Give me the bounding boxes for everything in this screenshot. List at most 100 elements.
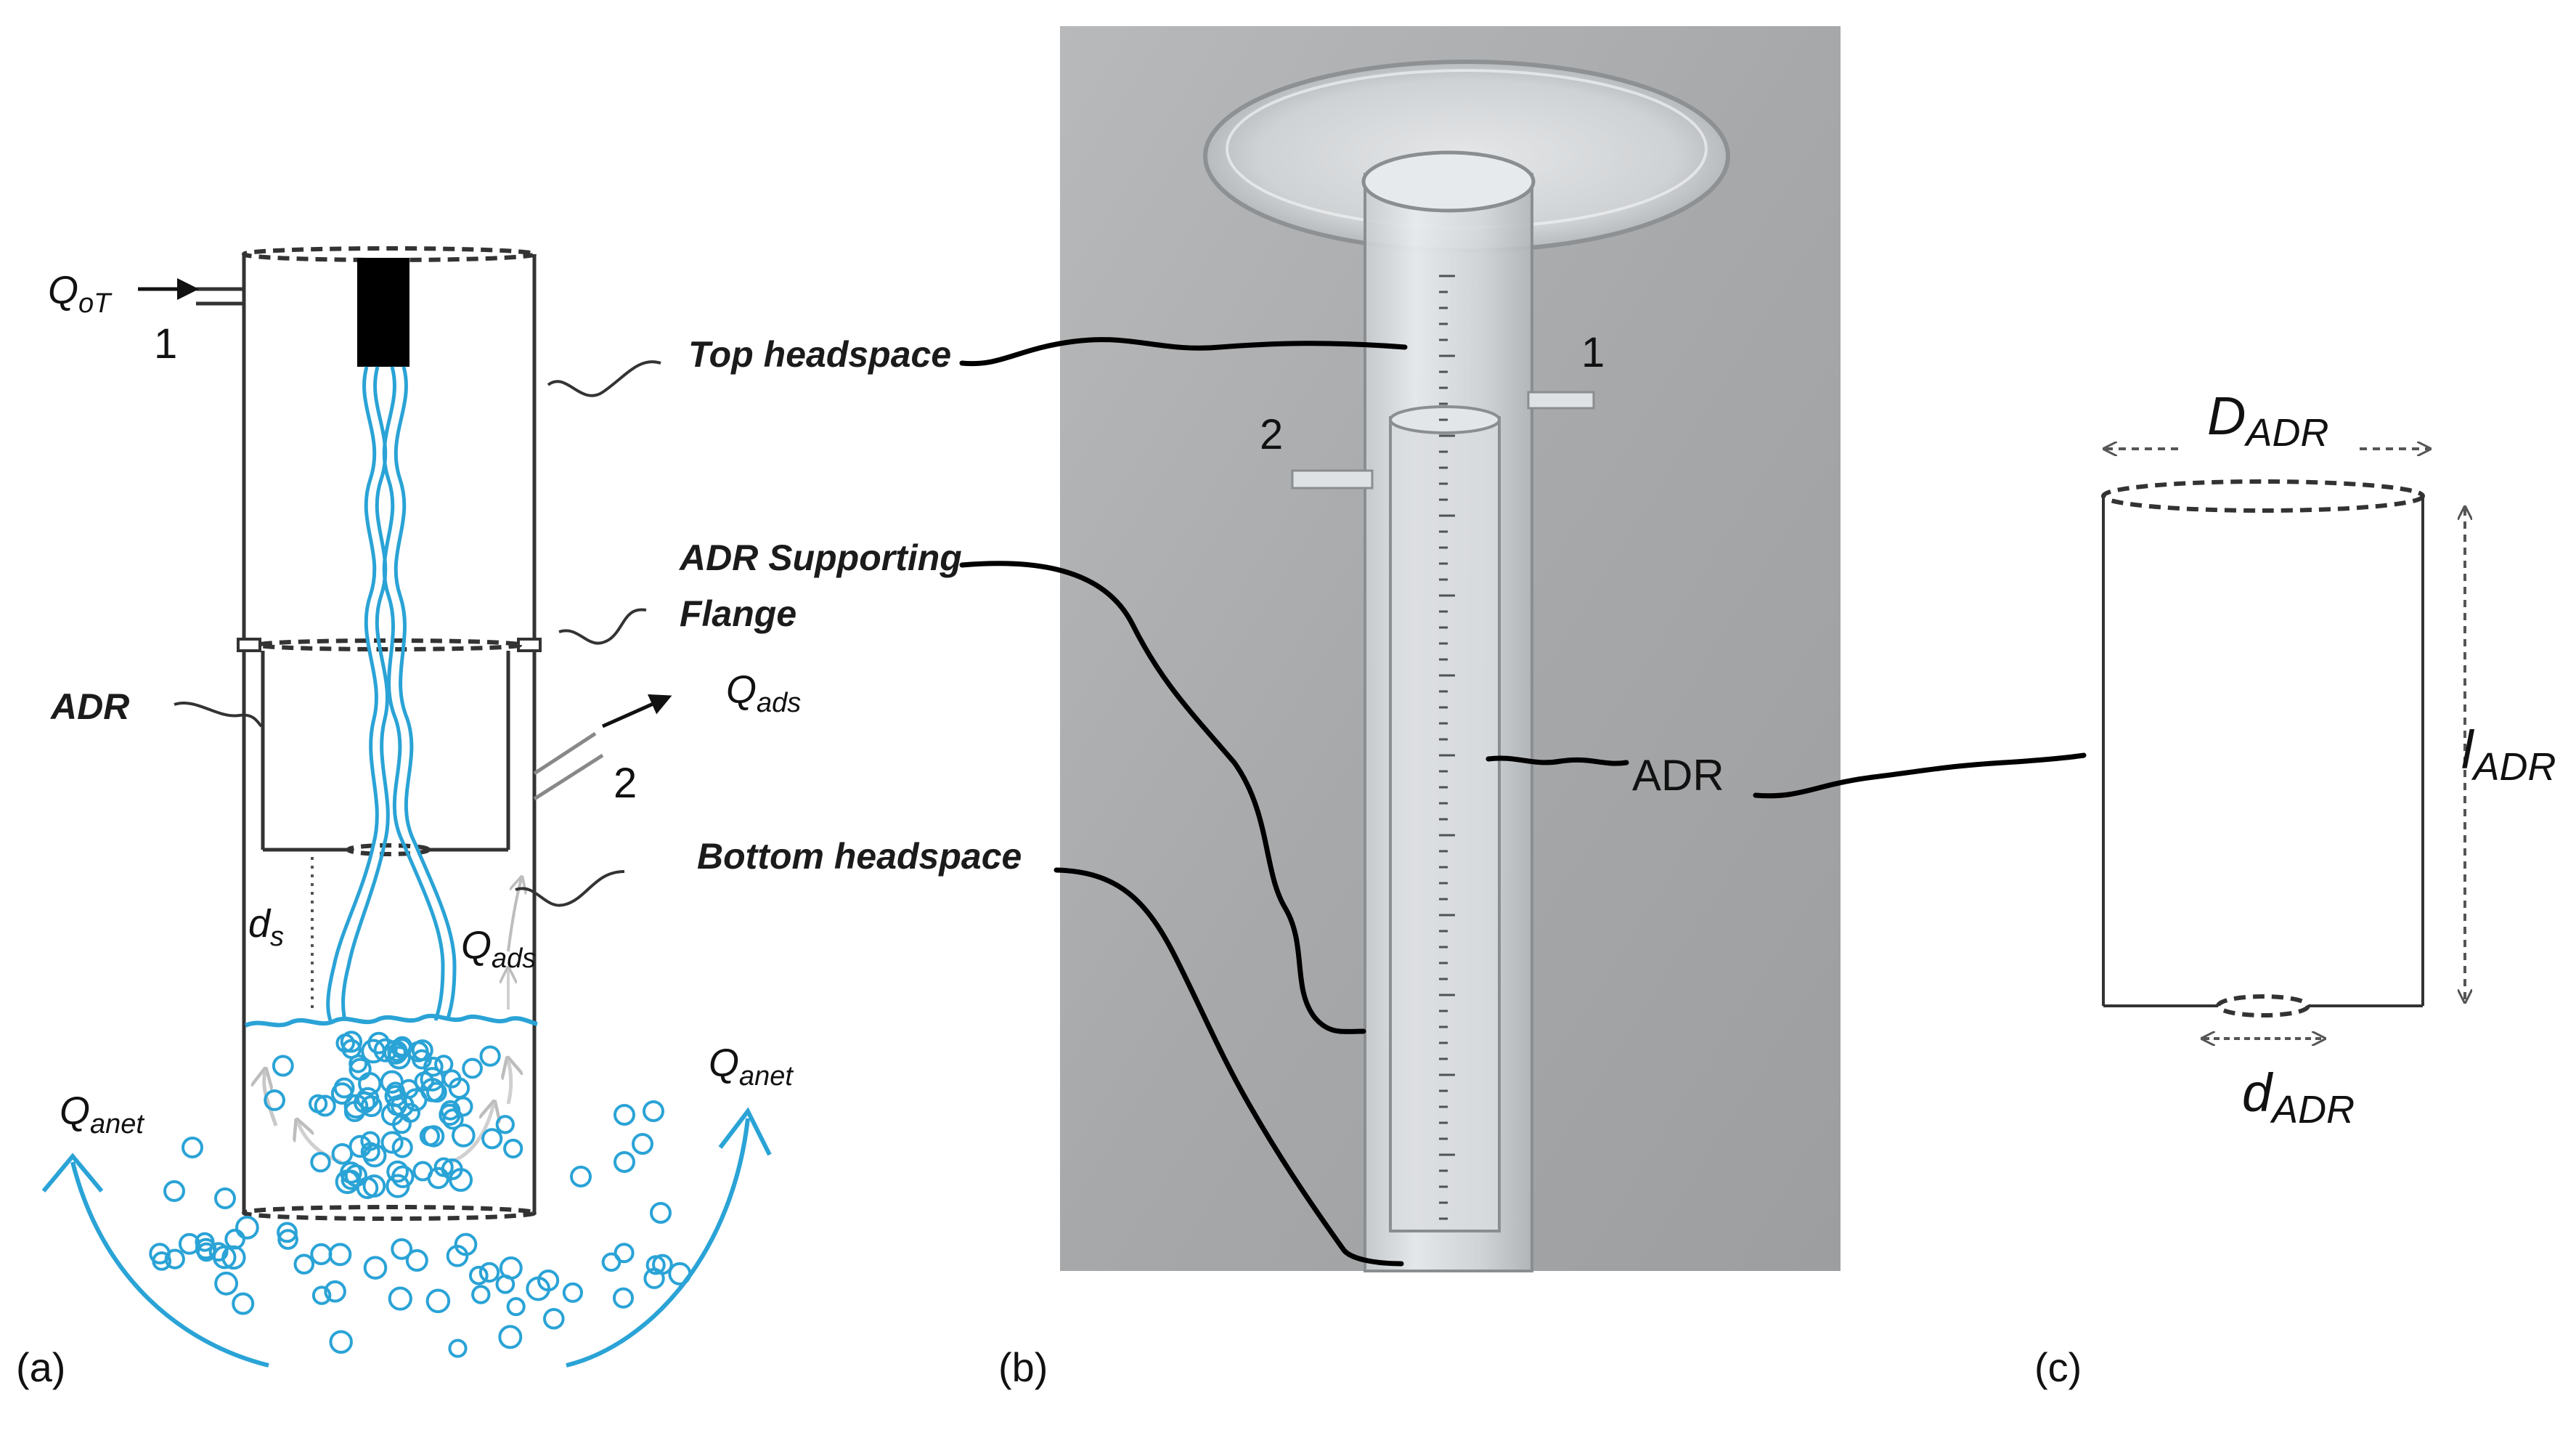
bubble [224, 1228, 245, 1250]
bubble [356, 1177, 379, 1199]
bubble [349, 1134, 372, 1158]
adr-supporting-label: ADR Supporting [678, 537, 962, 578]
bubble [380, 1131, 404, 1154]
bubble [601, 1252, 621, 1272]
leader-top-headspace [959, 337, 1408, 367]
bubble [264, 1089, 285, 1111]
inlet-number-label: 1 [154, 320, 177, 367]
bubble [499, 1256, 523, 1280]
gap-symbol-label: ds [248, 902, 284, 952]
bubble [335, 1033, 355, 1053]
bubble [537, 1269, 560, 1292]
bubble [308, 1094, 328, 1113]
bubble [235, 1215, 259, 1240]
bubble [149, 1243, 171, 1264]
photo-port-2 [1291, 469, 1374, 490]
bubble [652, 1254, 673, 1275]
liquid-surface [244, 1013, 538, 1028]
inlet-tube [138, 278, 244, 306]
bubble [441, 1158, 463, 1181]
top-headspace-label: Top headspace [688, 334, 951, 375]
bubble [331, 1142, 354, 1165]
bubble [495, 1115, 515, 1134]
bubble [468, 1265, 489, 1285]
bubble [543, 1308, 565, 1330]
bubble [478, 1262, 500, 1283]
bottom-headspace-label: Bottom headspace [697, 836, 1022, 877]
top-diameter-label: DADR [2207, 386, 2328, 455]
bubble [668, 1262, 692, 1285]
adr-label: ADR [49, 686, 129, 727]
bubble [506, 1297, 526, 1317]
bubble [407, 1041, 429, 1063]
bubble [479, 1045, 501, 1067]
bubble [329, 1330, 353, 1354]
photo-port-1 [1527, 391, 1595, 410]
photo-scale [1439, 275, 1455, 1220]
bubble-field [149, 1031, 692, 1358]
bubble [570, 1166, 592, 1187]
leader-adr-supporting [959, 561, 1366, 1034]
bubble [277, 1222, 298, 1243]
bubble [344, 1164, 368, 1187]
bubble [361, 1039, 386, 1064]
bubble [328, 1243, 352, 1267]
bubble [420, 1078, 445, 1102]
photo-port-1-label: 1 [1581, 329, 1605, 376]
bubble [363, 1256, 388, 1280]
flange-label: Flange [680, 593, 796, 634]
bubble [386, 1174, 410, 1198]
bubble [391, 1137, 413, 1158]
photo-port-2-label: 2 [1260, 411, 1283, 458]
gas-plume [326, 366, 457, 1021]
bubble [163, 1180, 185, 1202]
leader-photo-adr [1485, 755, 1629, 766]
bubble [451, 1124, 476, 1148]
bubble [614, 1104, 635, 1126]
bubble [343, 1100, 366, 1123]
leader-adr-to-schematic [1753, 752, 2087, 799]
bubble [439, 1103, 461, 1126]
bubble [373, 1038, 398, 1063]
panel-c-schematic: DADR lADR dADR [2101, 386, 2556, 1132]
panel-a-diagram: QoT 1 Top headspace ADR Supporting Flang… [41, 246, 1022, 1368]
panel-a-leaders [174, 360, 661, 907]
bubble [311, 1285, 332, 1305]
bubble [358, 1072, 382, 1096]
outer-column [242, 246, 537, 1221]
adr-cylinder [237, 638, 542, 856]
bubble [314, 1094, 336, 1117]
inner-flow-label: Qads [461, 924, 536, 974]
leader-bottom-headspace [1053, 867, 1404, 1267]
bubble [386, 1081, 405, 1101]
bubble [340, 1031, 363, 1053]
photo-adr-label: ADR [1632, 751, 1724, 800]
bubble [650, 1202, 672, 1224]
bubble [405, 1248, 428, 1272]
bubble [423, 1056, 444, 1077]
bubble [386, 1160, 409, 1183]
bubble [446, 1244, 469, 1267]
bubble [425, 1288, 451, 1314]
bubble [419, 1126, 440, 1147]
panel-b-photo: 1 2 ADR [959, 26, 2087, 1272]
bubble [614, 1243, 635, 1264]
outlet-number-label: 2 [614, 760, 637, 807]
bubble [503, 1138, 523, 1159]
bubble [562, 1282, 584, 1303]
bubble [632, 1133, 653, 1155]
bubble [367, 1031, 391, 1055]
left-flow-label: Qanet [60, 1089, 144, 1140]
bubble [462, 1057, 483, 1079]
bubble [380, 1102, 404, 1126]
bubble [324, 1280, 346, 1303]
circulation-arrows [41, 1107, 772, 1368]
bubble [330, 1082, 354, 1105]
inlet-flow-label: QoT [48, 269, 113, 319]
bubble [645, 1255, 666, 1275]
outlet-flow-label: Qads [726, 668, 801, 718]
bubble [471, 1285, 491, 1304]
bubble [341, 1039, 362, 1060]
panel-label-a: (a) [16, 1344, 65, 1390]
